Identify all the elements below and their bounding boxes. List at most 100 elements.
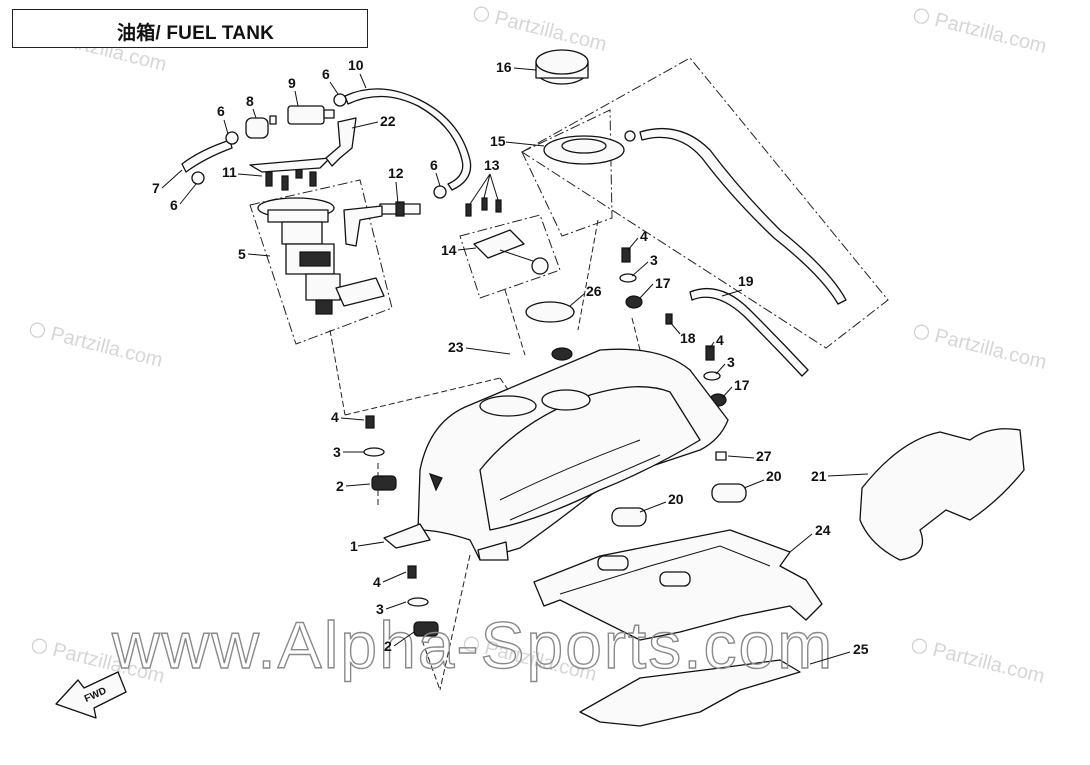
callout-1: 1 <box>350 538 358 554</box>
tank-front-tab <box>383 523 431 549</box>
callout-14: 14 <box>441 242 457 258</box>
callout-20a: 20 <box>668 491 684 507</box>
pump-strainer <box>315 299 333 315</box>
callout-4a: 4 <box>331 409 339 425</box>
cover-25 <box>579 659 801 727</box>
callout-7: 7 <box>152 180 160 196</box>
title-box: 油箱/ FUEL TANK <box>12 9 368 48</box>
cap-group-box <box>521 109 613 237</box>
callout-22: 22 <box>380 113 396 129</box>
callout-3a: 3 <box>333 444 341 460</box>
callout-10: 10 <box>348 57 364 73</box>
callout-4d: 4 <box>716 332 724 348</box>
clamp-6c <box>333 93 347 107</box>
callout-labels: 1 2 2 3 3 3 3 4 4 4 4 5 6 6 6 6 7 8 9 <box>152 57 869 665</box>
filter-9 <box>287 105 325 125</box>
callout-20b: 20 <box>766 468 782 484</box>
callout-21: 21 <box>811 468 827 484</box>
injector-housing <box>343 205 383 247</box>
callout-18: 18 <box>680 330 696 346</box>
damper-20a <box>611 507 647 527</box>
callout-6a: 6 <box>217 103 225 119</box>
tank-filler-neck <box>551 347 573 361</box>
watermark-bottomright: Partzilla.com <box>911 638 1047 688</box>
damper-20b <box>711 483 747 503</box>
callout-17a: 17 <box>655 275 671 291</box>
callout-3d: 3 <box>727 354 735 370</box>
callout-24: 24 <box>815 522 831 538</box>
pad-21 <box>859 428 1025 561</box>
hose-7 <box>181 131 239 185</box>
callout-23: 23 <box>448 339 464 355</box>
callout-2a: 2 <box>336 478 344 494</box>
pump-gasket <box>249 157 331 173</box>
svg-text:Partzilla.com: Partzilla.com <box>48 323 164 372</box>
callout-5: 5 <box>238 246 246 262</box>
page-title: 油箱/ FUEL TANK <box>117 23 275 44</box>
svg-text:Partzilla.com: Partzilla.com <box>930 639 1046 688</box>
callout-4b: 4 <box>373 574 381 590</box>
clamp-6d <box>433 185 447 199</box>
watermark-midright: Partzilla.com <box>913 324 1049 374</box>
fuel-cap-16 <box>535 49 589 85</box>
bracket-22 <box>325 117 357 167</box>
hose-19 <box>689 288 809 377</box>
injector-12 <box>343 201 421 247</box>
callout-27: 27 <box>756 448 772 464</box>
breather-hose <box>639 128 847 305</box>
pump-flange-ring <box>267 209 329 223</box>
callout-16: 16 <box>496 59 512 75</box>
callout-15: 15 <box>490 133 506 149</box>
callout-3c: 3 <box>650 252 658 268</box>
fuel-filter <box>245 93 347 139</box>
callout-17b: 17 <box>734 377 750 393</box>
fuel-tank-1 <box>383 347 729 561</box>
callout-4c: 4 <box>640 228 648 244</box>
tank-flange-b <box>541 389 591 411</box>
callout-26: 26 <box>586 283 602 299</box>
svg-text:Partzilla.com: Partzilla.com <box>932 9 1048 58</box>
pump-bolts <box>249 157 331 191</box>
watermark-topright: Partzilla.com <box>913 8 1049 58</box>
filter-outlet <box>323 109 335 119</box>
clamp-6a <box>191 171 205 185</box>
callout-13: 13 <box>484 157 500 173</box>
filter-nipple <box>269 115 277 125</box>
svg-text:Partzilla.com: Partzilla.com <box>932 325 1048 374</box>
pump-upper-body <box>281 221 323 245</box>
sender-group-box <box>459 214 561 299</box>
svg-text:Partzilla.com: Partzilla.com <box>492 7 608 56</box>
fuel-pump-assembly <box>257 197 385 315</box>
callout-3b: 3 <box>376 601 384 617</box>
pump-float-arm <box>335 277 385 307</box>
fuel-pump-group-box <box>249 179 393 345</box>
sender-plate <box>473 229 525 259</box>
callout-19: 19 <box>738 273 754 289</box>
callout-11: 11 <box>222 164 237 180</box>
callout-25: 25 <box>853 641 869 657</box>
tank-flange-a <box>479 395 537 417</box>
mount-right-upper <box>619 247 727 407</box>
callout-12: 12 <box>388 165 404 181</box>
fuel-sender-14 <box>465 197 549 275</box>
filter-cap-8 <box>245 117 269 139</box>
hose-10 <box>344 88 472 191</box>
mount-left <box>363 415 439 637</box>
callout-9: 9 <box>288 75 296 91</box>
watermark-topmid: Partzilla.com <box>473 6 609 56</box>
pump-lower-body <box>305 273 341 301</box>
callout-6d: 6 <box>430 157 438 173</box>
callout-6b: 6 <box>170 197 178 213</box>
fwd-arrow: FWD <box>55 671 127 719</box>
filler-ring-15 <box>543 135 625 165</box>
grouping-boxes <box>249 57 889 349</box>
fwd-arrow-shape <box>55 671 127 719</box>
pin-27 <box>715 451 727 461</box>
callout-6c: 6 <box>322 66 330 82</box>
clamp-6b <box>225 131 239 145</box>
callout-2b: 2 <box>384 638 392 654</box>
watermark-midleft: Partzilla.com <box>29 322 165 372</box>
hose-group-box <box>521 57 889 349</box>
